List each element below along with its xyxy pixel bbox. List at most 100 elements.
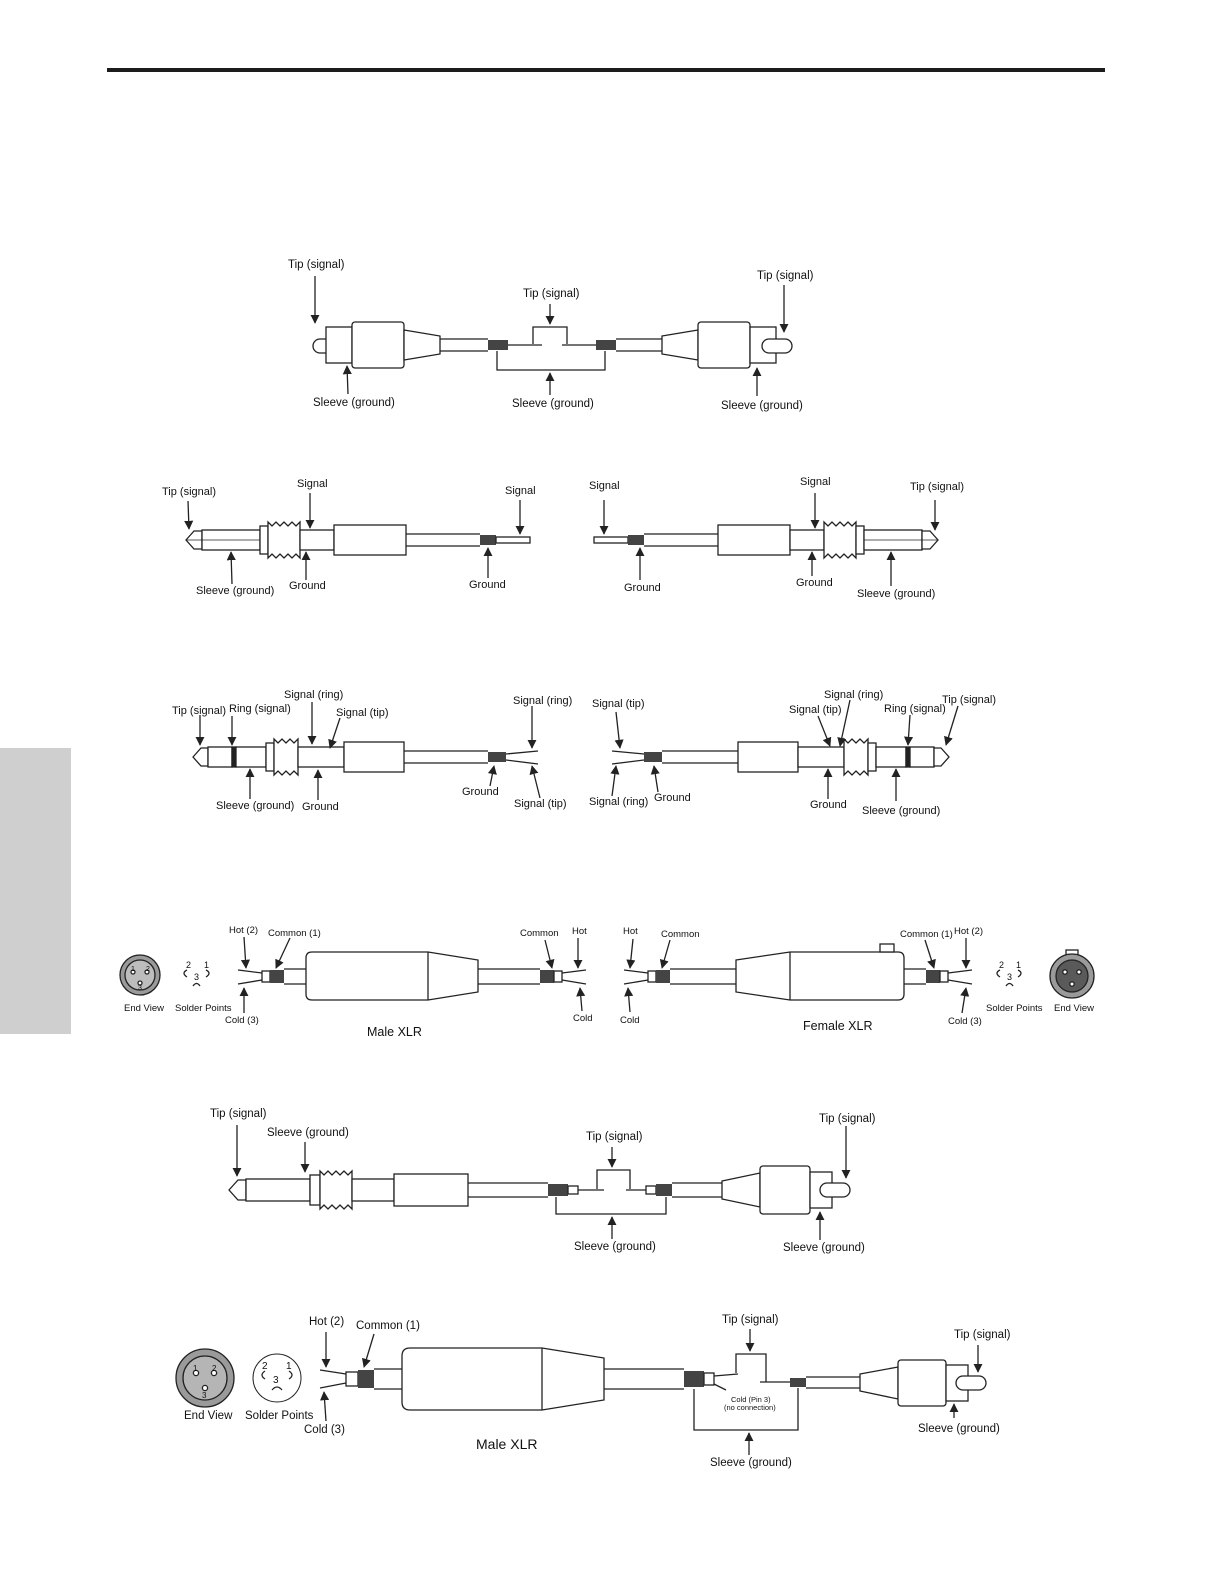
rca-plug-left (312, 321, 542, 369)
xlr-female-common-label: Common (661, 929, 700, 940)
xlr-male-solder-points (183, 969, 210, 987)
trs-left-ring-label: Ring (signal) (229, 703, 291, 715)
trs-right-end-signal-ring-label: Signal (ring) (589, 796, 648, 808)
rca-to-rca-diagram (310, 276, 793, 396)
xlr-rca-hot-label: Hot (2) (309, 1316, 344, 1328)
ts-right-signal-label: Signal (800, 476, 831, 488)
xlr-female-near-cold-label: Cold (3) (948, 1016, 982, 1027)
xlr-rca-rca-sleeve-label: Sleeve (ground) (918, 1423, 1000, 1435)
rca-right-sleeve-label: Sleeve (ground) (721, 400, 803, 412)
xlr-rca-cold-label: Cold (3) (304, 1424, 345, 1436)
xlr-female-solder-pin3: 3 (1007, 972, 1012, 982)
xlr-female-title: Female XLR (803, 1019, 872, 1033)
trs-left-signal-ring-label: Signal (ring) (284, 689, 343, 701)
xlr-male-cold-label: Cold (3) (225, 1015, 259, 1026)
xlr-male-cable-diagram (119, 936, 587, 1013)
trs-right-sleeve-label: Sleeve (ground) (862, 805, 940, 817)
xlr-rca-solder-pin3: 3 (273, 1375, 279, 1386)
xlr-female-end-view (1049, 949, 1095, 999)
xlr-rca-rca-tip-label: Tip (signal) (954, 1329, 1011, 1341)
trs-left-signal-tip-label: Signal (tip) (336, 707, 389, 719)
ts-plug-right-diagram (593, 493, 940, 586)
xlr-rca-solder-points-label: Solder Points (245, 1410, 314, 1422)
ts-right-tip-label: Tip (signal) (910, 481, 964, 493)
ts-rca-tip-label: Tip (signal) (210, 1108, 267, 1120)
top-rule (107, 68, 1105, 72)
xlr-male-end-view (119, 954, 161, 996)
xlr-female-cold-label: Cold (620, 1015, 640, 1026)
trs-left-end-signal-ring-label: Signal (ring) (513, 695, 572, 707)
trs-right-ground-label: Ground (810, 799, 847, 811)
ts-rca-rca-sleeve-label: Sleeve (ground) (783, 1242, 865, 1254)
ts-right-ground-label: Ground (796, 577, 833, 589)
ts-left-end-ground-label: Ground (469, 579, 506, 591)
xlr-rca-sleeve-bracket (693, 1388, 799, 1431)
ts-to-rca-diagram (228, 1125, 851, 1240)
trs-right-tip-label: Tip (signal) (942, 694, 996, 706)
trs-left-tip-label: Tip (signal) (172, 705, 226, 717)
sleeve-bracket (496, 351, 606, 371)
rca-right-tip-label: Tip (signal) (757, 270, 814, 282)
trs-right-ring-label: Ring (signal) (884, 703, 946, 715)
ts-rca-sleeve-bracket (555, 1197, 667, 1215)
xlr-rca-solder-pin1: 1 (286, 1361, 292, 1372)
rca-center-tip-label: Tip (signal) (523, 288, 580, 300)
xlr-female-hot-label: Hot (623, 926, 638, 937)
xlr-male-solder-pin2: 2 (186, 960, 191, 970)
ts-rca-center-sleeve-label: Sleeve (ground) (574, 1241, 656, 1253)
trs-left-ground-label: Ground (302, 801, 339, 813)
xlr-female-near-hot-label: Hot (2) (954, 926, 983, 937)
xlr-female-solder-points (996, 969, 1022, 987)
ts-left-signal-label: Signal (297, 478, 328, 490)
xlr-rca-no-connection-label: (no connection) (724, 1403, 776, 1412)
xlr-rca-end-view (175, 1348, 235, 1408)
ts-right-end-ground-label: Ground (624, 582, 661, 594)
xlr-male-hot-label: Hot (2) (229, 925, 258, 936)
ts-rca-center-tip-label: Tip (signal) (586, 1131, 643, 1143)
xlr-male-pin1: 1 (131, 966, 135, 973)
xlr-female-solder-points-label: Solder Points (986, 1003, 1043, 1014)
ts-right-end-signal-label: Signal (589, 480, 620, 492)
xlr-rca-title: Male XLR (476, 1436, 537, 1452)
xlr-rca-common-label: Common (1) (356, 1320, 420, 1332)
ts-rca-rca-tip-label: Tip (signal) (819, 1113, 876, 1125)
trs-plug-right-diagram (610, 699, 959, 801)
xlr-female-end-view-label: End View (1054, 1003, 1094, 1014)
xlr-female-solder-pin2: 2 (999, 960, 1004, 970)
ts-rca-tip-bracket (596, 1169, 631, 1189)
xlr-female-solder-pin1: 1 (1016, 960, 1021, 970)
trs-left-end-ground-label: Ground (462, 786, 499, 798)
xlr-rca-pin3: 3 (202, 1391, 207, 1400)
xlr-rca-tip-bracket (735, 1353, 767, 1382)
trs-plug-left-diagram (192, 702, 541, 800)
xlr-rca-solder-pin2: 2 (262, 1361, 268, 1372)
side-tab (0, 748, 71, 1034)
ts-left-end-signal-label: Signal (505, 485, 536, 497)
ts-plug-left-diagram (184, 493, 531, 585)
xlr-rca-solder-points (252, 1353, 302, 1403)
tip-bracket (532, 326, 568, 344)
xlr-rca-pin2: 2 (212, 1364, 217, 1373)
xlr-male-solder-pin1: 1 (204, 960, 209, 970)
rca-left-sleeve-label: Sleeve (ground) (313, 397, 395, 409)
xlr-male-title: Male XLR (367, 1025, 422, 1039)
xlr-rca-center-tip-label: Tip (signal) (722, 1314, 779, 1326)
xlr-rca-cold-pin3-label: Cold (Pin 3) (731, 1395, 771, 1404)
xlr-male-common-label: Common (1) (268, 928, 321, 939)
trs-right-signal-ring-label: Signal (ring) (824, 689, 883, 701)
trs-left-sleeve-label: Sleeve (ground) (216, 800, 294, 812)
trs-right-signal-tip-label: Signal (tip) (789, 704, 842, 716)
ts-rca-sleeve-label: Sleeve (ground) (267, 1127, 349, 1139)
trs-right-end-ground-label: Ground (654, 792, 691, 804)
xlr-male-far-cold-label: Cold (573, 1013, 593, 1024)
xlr-rca-pin1: 1 (193, 1364, 198, 1373)
trs-right-end-signal-tip-label: Signal (tip) (592, 698, 645, 710)
xlr-to-rca-diagram (175, 1329, 987, 1455)
xlr-male-solder-pin3: 3 (194, 972, 199, 982)
trs-left-end-signal-tip-label: Signal (tip) (514, 798, 567, 810)
xlr-rca-center-sleeve-label: Sleeve (ground) (710, 1457, 792, 1469)
rca-center-sleeve-label: Sleeve (ground) (512, 398, 594, 410)
xlr-male-solder-points-label: Solder Points (175, 1003, 232, 1014)
ts-left-ground-label: Ground (289, 580, 326, 592)
